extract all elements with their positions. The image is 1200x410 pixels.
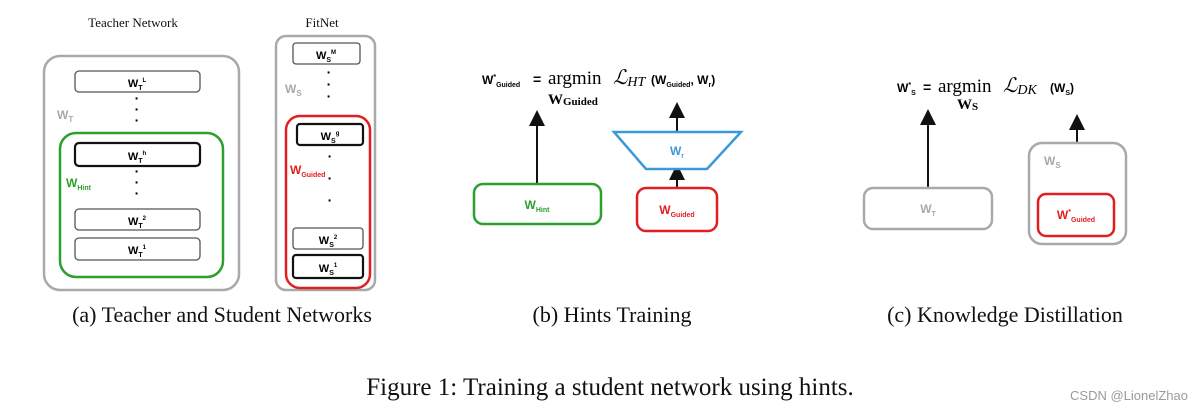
teacher-dots-upper: ···	[135, 90, 140, 128]
student-dots-upper: ···	[327, 64, 332, 104]
student-layer-2-label: WS2	[319, 235, 338, 249]
kd-equation-argmin-sub: WS	[957, 97, 978, 113]
teacher-network-box	[42, 54, 241, 292]
student-layer-top	[292, 42, 361, 65]
student-guided-label-c: W*Guided	[1057, 208, 1095, 224]
student-weights-label-c: WS	[1044, 154, 1061, 170]
kd-equation-loss: ℒDK	[1003, 75, 1038, 98]
guided-layer-label: WGuided	[659, 203, 694, 219]
fitnet-title: FitNet	[305, 15, 339, 30]
teacher-layer-top	[74, 70, 201, 93]
student-layer-2	[292, 227, 364, 250]
student-layer-1-label: WS1	[319, 263, 338, 277]
teacher-layer-1-label: WT1	[128, 245, 147, 259]
student-dots-lower: ···	[328, 148, 333, 208]
kd-equation-arg: (WS)	[1050, 81, 1074, 97]
student-layer-1	[291, 253, 365, 280]
teacher-layer-hint-label: WTh	[128, 151, 147, 165]
hints-equation-argmin: argmin	[548, 68, 602, 89]
kd-equation-argmin: argmin	[938, 76, 992, 97]
teacher-dots-lower: ···	[135, 163, 140, 201]
kd-equation-lhs: W*S	[897, 81, 916, 97]
hints-equation-loss: ℒHT	[613, 67, 647, 90]
hint-layer-label: WHint	[525, 198, 551, 214]
regressor-trapezoid	[611, 130, 744, 171]
hints-equation-argmin-sub: WGuided	[548, 92, 598, 108]
student-network-box	[274, 34, 377, 292]
teacher-output-box	[862, 186, 994, 231]
panel-b: W*Guided = argmin WGuided ℒHT (WGuided, …	[472, 67, 744, 327]
hint-region-box	[58, 131, 225, 279]
figure-caption: Figure 1: Training a student network usi…	[366, 374, 854, 401]
teacher-network-title: Teacher Network	[88, 15, 178, 30]
guided-region-box	[284, 114, 372, 290]
caption-b: (b) Hints Training	[533, 302, 692, 327]
hint-layer-box	[472, 182, 603, 226]
student-layer-guided	[295, 122, 365, 147]
kd-equation-equals: =	[923, 79, 931, 95]
teacher-layer-2	[74, 208, 201, 231]
teacher-output-label: WT	[920, 202, 936, 218]
teacher-weights-label: WT	[57, 108, 73, 124]
hints-equation-lhs: W*Guided	[482, 73, 520, 89]
caption-c: (c) Knowledge Distillation	[887, 302, 1123, 327]
teacher-layer-1	[74, 237, 201, 261]
teacher-layer-hint	[73, 141, 202, 168]
panel-c: W*S = argmin WS ℒDK (WS) WT WS W*Guided …	[862, 75, 1128, 327]
student-weights-label: WS	[285, 82, 302, 98]
student-layer-guided-label: WSg	[321, 131, 340, 145]
csdn-watermark: CSDN @LionelZhao	[1070, 388, 1188, 403]
student-layer-top-label: WSM	[316, 50, 336, 64]
hints-equation-equals: =	[533, 71, 541, 87]
caption-a: (a) Teacher and Student Networks	[72, 302, 372, 327]
regressor-label: Wr	[670, 144, 684, 160]
teacher-layer-2-label: WT2	[128, 216, 147, 230]
guided-weights-label: WGuided	[290, 163, 325, 179]
hint-weights-label: WHint	[66, 176, 92, 192]
teacher-layer-top-label: WTL	[128, 78, 147, 92]
student-guided-box-c	[1036, 192, 1116, 238]
guided-layer-box	[635, 186, 719, 233]
hints-equation-args: (WGuided, Wr)	[651, 73, 715, 89]
panel-a: Teacher Network FitNet WTL ··· WT WTh WH…	[42, 15, 377, 327]
